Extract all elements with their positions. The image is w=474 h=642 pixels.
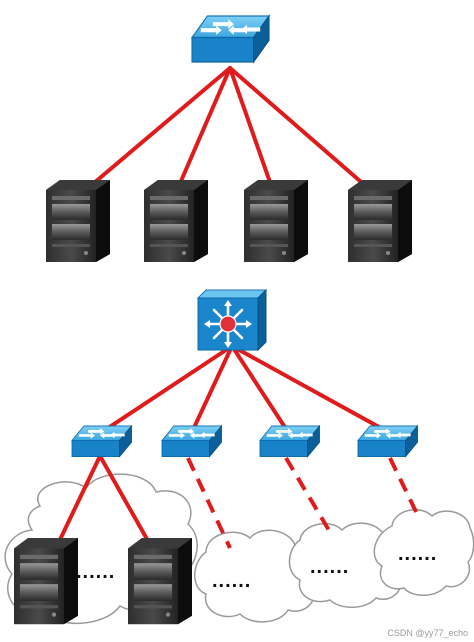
server-tower-icon <box>46 180 110 262</box>
workgroup-switch-icon <box>357 425 418 458</box>
ellipsis-text: ...... <box>212 570 251 592</box>
link-line <box>186 457 232 549</box>
ellipsis-text: ...... <box>310 556 349 578</box>
link-line <box>54 454 102 550</box>
server-tower-icon <box>128 538 192 625</box>
server-tower-icon <box>348 180 412 262</box>
link-line <box>230 344 290 434</box>
link-line <box>388 457 422 521</box>
server-tower-icon <box>14 538 78 625</box>
server-links <box>54 454 154 550</box>
workgroup-switch-icon <box>259 425 320 458</box>
workgroup-switch-icon <box>191 15 270 63</box>
cloud-icon <box>288 522 404 608</box>
server-tower-icon <box>144 180 208 262</box>
link-line <box>228 66 370 190</box>
link-line <box>100 344 234 434</box>
workgroup-switch-icon <box>161 425 222 458</box>
watermark: CSDN @yy77_echo <box>387 628 468 638</box>
link-line <box>230 344 390 434</box>
ellipsis-text: ...... <box>76 561 115 583</box>
link-line <box>98 454 154 550</box>
core-links <box>100 344 390 434</box>
workgroup-switch-icon <box>71 425 132 458</box>
link-line <box>190 344 234 434</box>
link-line <box>228 66 274 190</box>
cloud-icon <box>373 508 474 596</box>
server-tower-icon <box>244 180 308 262</box>
ellipsis-text: ...... <box>398 543 437 565</box>
link-line <box>86 66 232 190</box>
dashed-links <box>186 456 422 549</box>
link-line <box>176 66 232 190</box>
top-star-links <box>86 66 370 190</box>
layer3-switch-icon <box>196 288 268 352</box>
link-line <box>284 456 332 534</box>
